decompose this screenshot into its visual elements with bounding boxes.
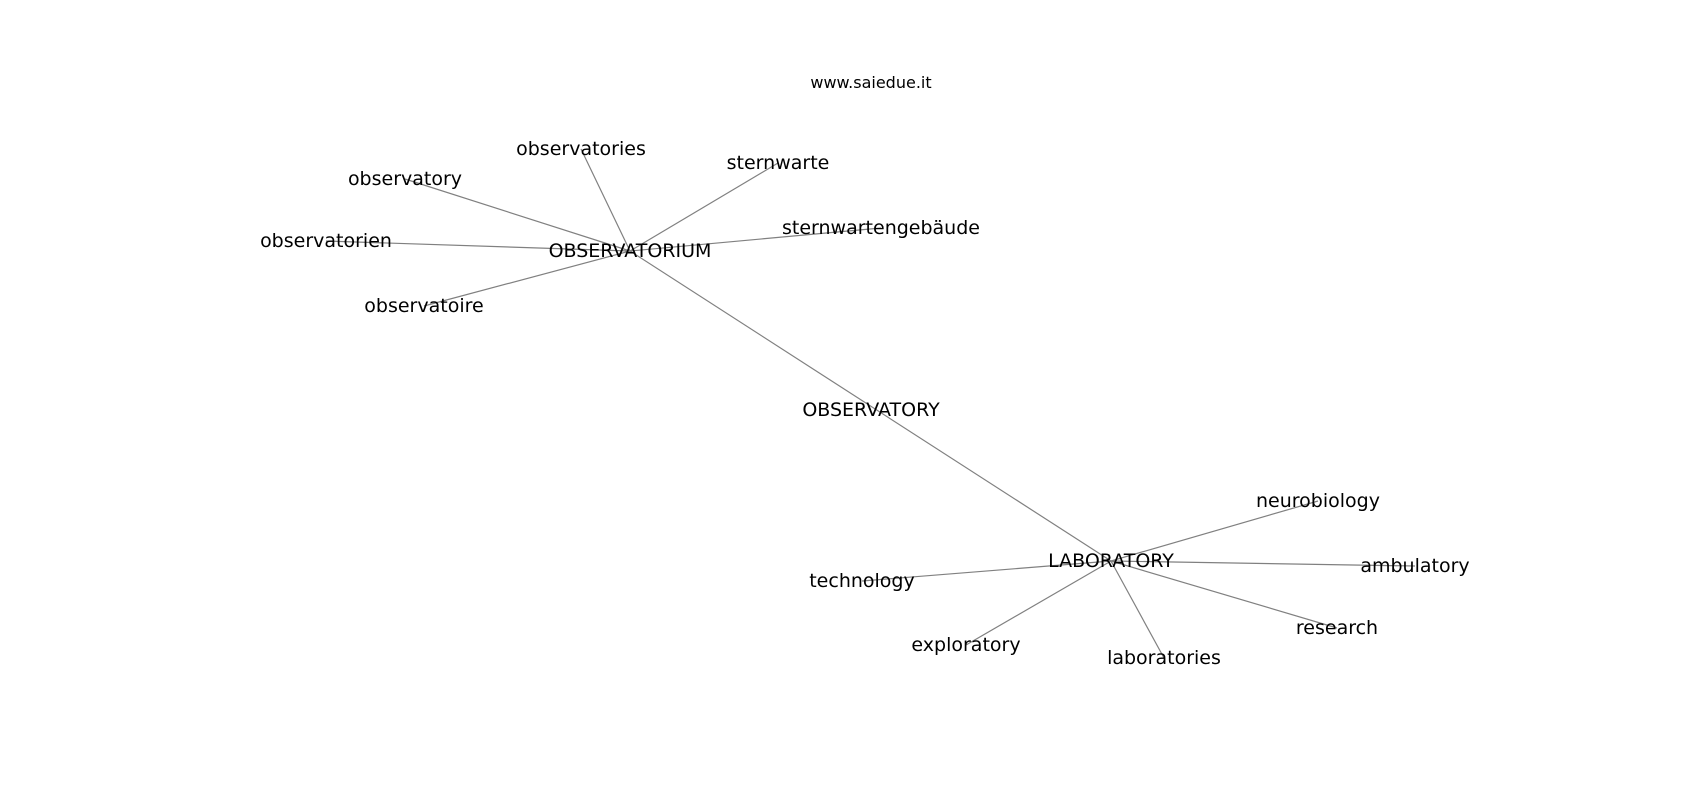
node-label-technology: technology (809, 570, 915, 592)
edge-observatorium-sternwartengebaude (629, 227, 882, 252)
edge-observatorium-observatoire (423, 250, 631, 307)
edge-laboratory-research (1110, 560, 1338, 629)
node-label-observatory: observatory (348, 168, 462, 190)
edge-observatorium-observatory (404, 178, 631, 252)
edge-observatorium-laboratory (629, 250, 1112, 562)
node-label-observatories: observatories (516, 138, 646, 160)
edge-laboratory-exploratory (965, 560, 1112, 646)
node-label-observatorium: OBSERVATORIUM (549, 240, 712, 262)
node-label-laboratories: laboratories (1107, 647, 1221, 669)
node-label-observatory: OBSERVATORY (802, 399, 940, 421)
node-label-ambulatory: ambulatory (1360, 555, 1469, 577)
node-label-research: research (1296, 617, 1378, 639)
node-label-observatoire: observatoire (364, 295, 483, 317)
edge-laboratory-technology (861, 560, 1112, 582)
edge-observatorium-observatories (580, 148, 631, 252)
node-label-sternwartengebaude: sternwartengebäude (782, 217, 980, 239)
edge-laboratory-ambulatory (1110, 560, 1416, 567)
edge-laboratory-laboratories (1110, 560, 1165, 659)
edge-laboratory-neurobiology (1110, 500, 1319, 562)
node-label-neurobiology: neurobiology (1256, 490, 1380, 512)
node-label-exploratory: exploratory (911, 634, 1020, 656)
edge-layer (325, 148, 1416, 659)
edge-observatorium-sternwarte (629, 162, 779, 252)
label-layer: OBSERVATORY OBSERVATORIUM LABORATORY observ… (260, 138, 1470, 669)
node-label-laboratory: LABORATORY (1048, 550, 1174, 572)
edge-observatorium-observatorien (325, 240, 631, 252)
node-label-observatorien: observatorien (260, 230, 392, 252)
node-label-sternwarte: sternwarte (727, 152, 830, 174)
watermark-text: www.saiedue.it (810, 73, 931, 92)
